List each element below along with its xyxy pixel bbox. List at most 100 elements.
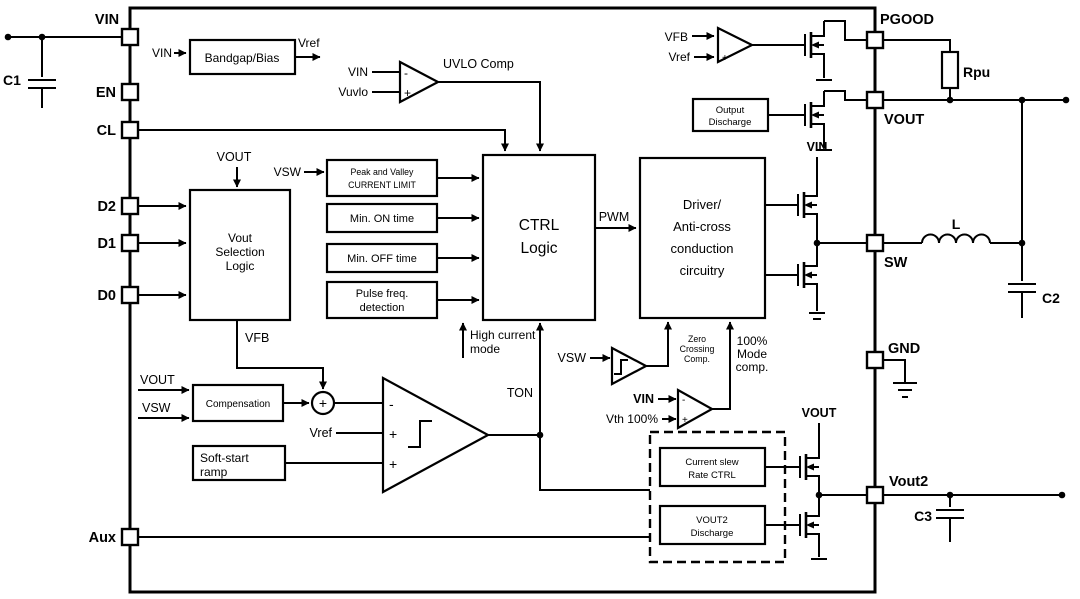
vout-sel-input-label: VOUT [217, 150, 252, 164]
c2-label: C2 [1042, 290, 1060, 306]
driver-line2: Anti-cross [673, 219, 731, 234]
pin-label-gnd: GND [888, 341, 920, 357]
wire-zc-to-driver [646, 321, 672, 367]
vout-selection-line2: Selection [215, 245, 264, 259]
c1-label: C1 [3, 72, 21, 88]
pin-sw [865, 233, 885, 253]
min-off-block [325, 242, 439, 274]
vsw-limit-label: VSW [274, 165, 302, 179]
junction-dot [4, 33, 12, 41]
c2-capacitor [1008, 243, 1036, 318]
min-off-label: Min. OFF time [347, 253, 417, 265]
vin-fet-label: VIN [807, 140, 828, 154]
pin-label-vout2: Vout2 [889, 474, 928, 490]
pin-label-vout: VOUT [884, 112, 924, 128]
vout-selection-line3: Logic [226, 259, 255, 273]
vth-100-label: Vth 100% [606, 412, 658, 426]
junction-dot [1058, 491, 1066, 499]
high-current-line1: High current [470, 328, 536, 342]
rpu-label: Rpu [963, 64, 990, 80]
vout-fet-label: VOUT [802, 406, 837, 420]
zero-crossing-line1: Zero [688, 334, 706, 344]
vfb-label: VFB [245, 331, 269, 345]
current-slew-block [658, 446, 767, 488]
vref-ea-label: Vref [310, 426, 333, 440]
compensation-label: Compensation [206, 399, 270, 410]
wire-cl-to-ctrl [138, 129, 509, 152]
pgood-vref-label: Vref [668, 50, 690, 64]
pgood-fet [792, 19, 826, 71]
vsw-comp-label: VSW [142, 401, 171, 415]
pin-vin [120, 27, 140, 47]
wire-ea-output [488, 434, 650, 491]
junction-dot [815, 491, 823, 499]
inductor-label: L [952, 216, 961, 232]
uvlo-label: UVLO Comp [443, 57, 514, 71]
mode100-comparator [676, 388, 715, 430]
zc-hysteresis-glyph [614, 359, 628, 375]
output-discharge-line2: Discharge [709, 117, 752, 128]
ea-plus-sign2: + [389, 456, 397, 472]
pin-label-vin: VIN [95, 12, 119, 28]
vout2-fet-wires [765, 423, 867, 560]
pin-label-d1: D1 [97, 236, 116, 252]
pgood-fet-wires [752, 20, 867, 81]
ea-hysteresis-glyph [408, 420, 432, 448]
soft-start-line1: Soft-start [200, 451, 249, 465]
junction-dot [813, 239, 821, 247]
discharge-fet-wires [768, 90, 867, 151]
vin-bandgap-label: VIN [152, 46, 172, 60]
driver-line3: conduction [671, 241, 734, 256]
junction-dot [536, 431, 544, 439]
pin-d1 [120, 233, 140, 253]
zero-crossing-comparator [610, 346, 649, 386]
error-amplifier [381, 376, 491, 494]
pin-gnd [865, 350, 885, 370]
mode100-minus-sign: - [682, 395, 685, 406]
pin-vout [865, 90, 885, 110]
vin-100-label: VIN [633, 392, 654, 406]
vref-out-label: Vref [298, 36, 320, 50]
vout-selection-line1: Vout [228, 231, 253, 245]
vout2-pass-fet [787, 441, 821, 493]
junction-dot [38, 33, 46, 41]
vout2-discharge-fet [787, 499, 821, 551]
uvlo-input-wires [372, 71, 400, 93]
pgood-vfb-label: VFB [665, 30, 688, 44]
inductor-l [921, 233, 991, 244]
uvlo-plus-sign: + [404, 86, 411, 100]
junction-dot [946, 96, 954, 104]
uvlo-minus-sign: - [404, 66, 408, 80]
vout-comp-label: VOUT [140, 373, 175, 387]
pin-aux [120, 527, 140, 547]
wire-100-to-driver [712, 321, 734, 410]
driver-line1: Driver/ [683, 197, 722, 212]
vout2-discharge-line1: VOUT2 [696, 515, 728, 526]
pin-d0 [120, 285, 140, 305]
mode100-line1: 100% [737, 334, 768, 348]
pwm-label: PWM [599, 210, 630, 224]
pgood-comparator [716, 26, 755, 64]
soft-start-line2: ramp [200, 465, 228, 479]
junction-dot [1062, 96, 1070, 104]
high-side-fet [785, 179, 819, 231]
ctrl-line1: CTRL [519, 217, 560, 234]
uvlo-comparator [398, 60, 441, 104]
ctrl-line2: Logic [520, 240, 557, 257]
peak-valley-block [325, 158, 439, 198]
vsw-zc-label: VSW [558, 351, 587, 365]
ea-plus-sign1: + [389, 426, 397, 442]
pin-label-en: EN [96, 85, 116, 101]
uvlo-vin-label: VIN [348, 65, 368, 79]
pulse-freq-line2: detection [360, 302, 405, 314]
junction-dot [946, 491, 954, 499]
gnd-wire-symbol [883, 359, 917, 398]
zero-crossing-line2: Crossing [680, 344, 715, 354]
wire-uvlo-to-ctrl [438, 81, 544, 152]
pulse-freq-line1: Pulse freq. [356, 288, 409, 300]
soft-start-block [191, 444, 287, 482]
vout2-section-dashed-box [648, 430, 787, 564]
pin-pgood [865, 30, 885, 50]
low-side-fet [785, 249, 819, 301]
